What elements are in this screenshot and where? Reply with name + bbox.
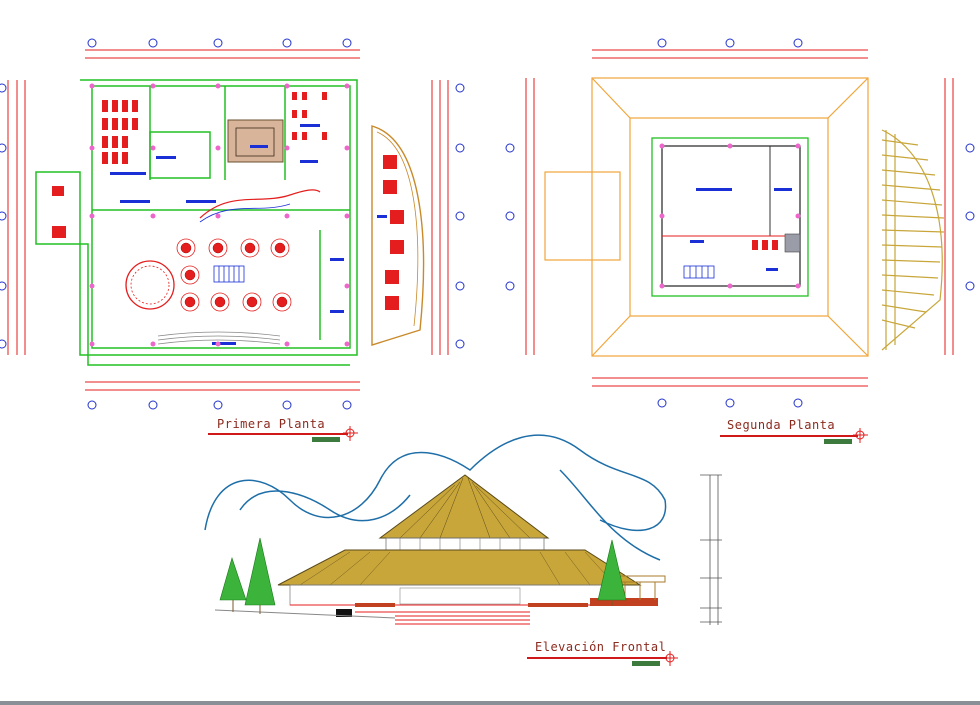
- title-primera-planta: Primera Planta: [217, 417, 326, 431]
- title-underline: [208, 433, 348, 435]
- trees: [219, 537, 627, 606]
- round-planter: [125, 260, 175, 310]
- title-scale-bar: [312, 437, 340, 442]
- curved-terrace: [371, 125, 425, 346]
- dining-tables: [180, 242, 288, 308]
- restroom-fixtures: [292, 92, 327, 140]
- top-dimension-lines: [85, 49, 360, 391]
- grid-bubbles-top: [87, 38, 352, 410]
- title-segunda-planta: Segunda Planta: [727, 418, 836, 432]
- furniture-blue: [110, 124, 344, 345]
- title-underline: [720, 435, 858, 437]
- wind-lines: [204, 434, 667, 561]
- title-scale-bar: [632, 661, 660, 666]
- upper-room: [651, 137, 809, 297]
- left-dimension-lines: [7, 80, 449, 355]
- columns: [89, 83, 350, 347]
- grid-bubbles-side: [0, 83, 465, 349]
- office-furniture: [52, 186, 66, 238]
- pergola-fan: [881, 129, 945, 351]
- second-floor-plan: [505, 38, 975, 408]
- first-floor-plan: [0, 38, 465, 410]
- plinth: [214, 604, 610, 625]
- front-elevation: [204, 434, 722, 625]
- title-elevacion-frontal: Elevación Frontal: [535, 640, 667, 654]
- title-underline: [527, 657, 667, 659]
- title-scale-bar: [824, 439, 852, 444]
- building-walls: [35, 79, 358, 366]
- entry-steps: [157, 331, 281, 345]
- roof-outline: [544, 77, 869, 357]
- elevation-dimension: [700, 474, 722, 625]
- title-markers: [343, 426, 868, 666]
- stair-first: [213, 265, 245, 283]
- lower-roof: [277, 549, 642, 586]
- upper-roof: [378, 474, 550, 539]
- classroom-seating: [102, 100, 138, 164]
- curved-walkway: [199, 189, 321, 219]
